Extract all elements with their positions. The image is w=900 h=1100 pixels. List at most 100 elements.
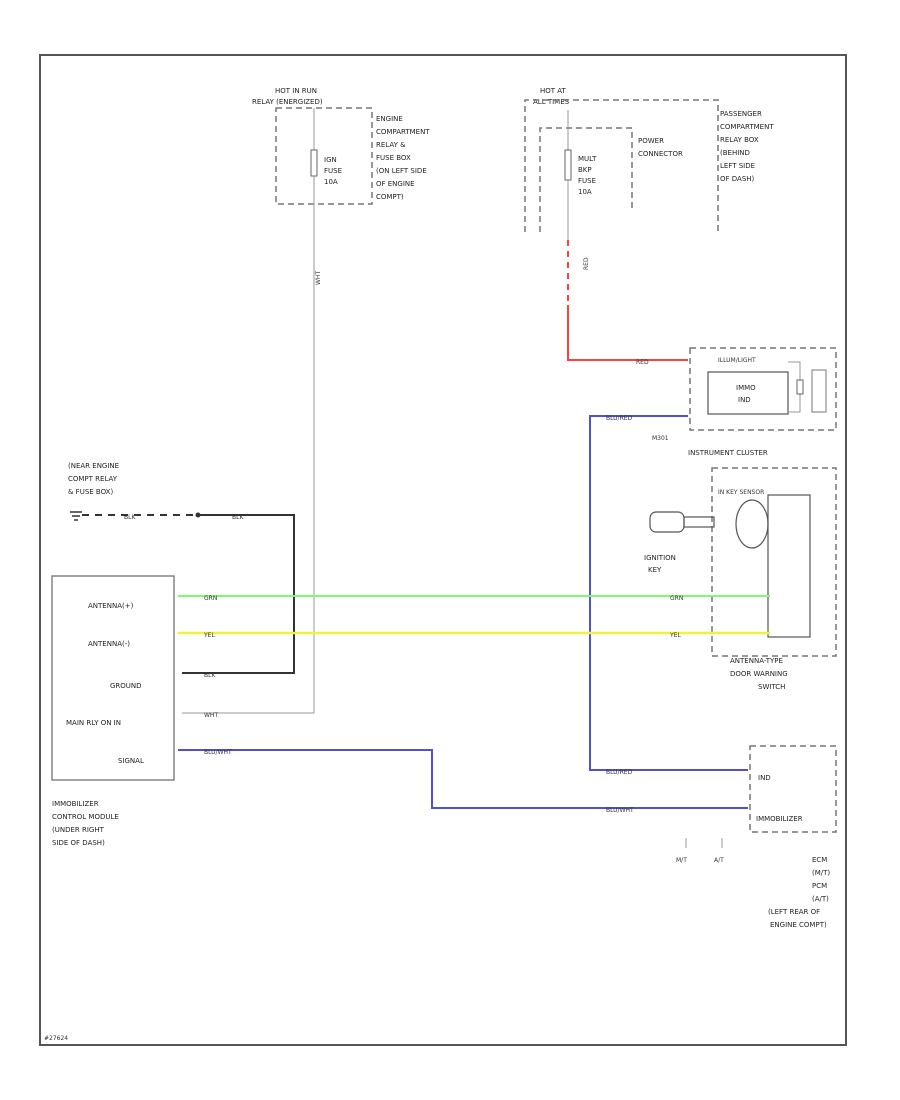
passenger-relay-box — [524, 99, 719, 232]
ign-fuse-icon — [310, 149, 318, 177]
svg-text:(BEHIND: (BEHIND — [720, 149, 750, 157]
blk-label: BLK — [124, 514, 136, 521]
engine-relay-note: (NEAR ENGINE COMPT RELAY & FUSE BOX) — [68, 462, 119, 496]
ignition-key-label: IGNITION KEY — [644, 554, 676, 574]
wht-wire — [182, 176, 315, 714]
footer-code: #27624 — [44, 1035, 68, 1042]
yel-label-2: YEL — [669, 632, 681, 639]
relay-energized-label: RELAY (ENERGIZED) — [252, 98, 323, 106]
svg-text:MULT: MULT — [578, 155, 597, 163]
antenna-door-label: ANTENNA-TYPE DOOR WARNING SWITCH — [730, 657, 788, 691]
grn-label: GRN — [204, 595, 217, 602]
blk-wire — [182, 514, 295, 674]
pin-antenna-minus: ANTENNA(-) — [88, 640, 130, 648]
module-name-label: IMMOBILIZER CONTROL MODULE (UNDER RIGHT … — [52, 800, 119, 847]
svg-text:& FUSE BOX): & FUSE BOX) — [68, 488, 113, 496]
all-times-label: ALL TIMES — [533, 98, 570, 106]
yel-label: YEL — [203, 632, 215, 639]
svg-text:(LEFT REAR OF: (LEFT REAR OF — [768, 908, 820, 916]
blu-wht-label-2: BLU/WHT — [606, 807, 634, 814]
svg-text:CONTROL MODULE: CONTROL MODULE — [52, 813, 119, 821]
blu-red-label-2: BLU/RED — [606, 769, 633, 776]
blk-label-2: BLK — [232, 514, 244, 521]
svg-text:ENGINE COMPT): ENGINE COMPT) — [770, 921, 827, 929]
cluster-top-label: ILLUM/LIGHT — [718, 357, 756, 364]
ecm-pcm-label: ECM (M/T) PCM (A/T) (LEFT REAR OF ENGINE… — [768, 856, 830, 929]
instrument-cluster-label: INSTRUMENT CLUSTER — [688, 449, 768, 457]
power-connector-box — [539, 127, 633, 232]
svg-text:ENGINE: ENGINE — [376, 115, 403, 123]
svg-text:(M/T): (M/T) — [812, 869, 830, 877]
svg-text:FUSE BOX: FUSE BOX — [376, 154, 411, 162]
svg-text:COMPT): COMPT) — [376, 193, 404, 201]
blu-red-wire — [589, 415, 748, 771]
red-wire — [567, 305, 688, 361]
engine-box-label: ENGINE COMPARTMENT RELAY & FUSE BOX (ON … — [376, 115, 430, 201]
power-connector-label: POWER CONNECTOR — [638, 137, 683, 158]
ecm-pcm-box — [749, 745, 837, 833]
red-wire-label-2: RED — [636, 359, 649, 366]
diagram-frame — [39, 54, 847, 1046]
svg-text:COMPARTMENT: COMPARTMENT — [376, 128, 430, 136]
svg-text:ECM: ECM — [812, 856, 827, 864]
svg-text:CONNECTOR: CONNECTOR — [638, 150, 683, 158]
ecm-immo-pin: IMMOBILIZER — [756, 815, 803, 823]
svg-text:OF DASH): OF DASH) — [720, 175, 755, 183]
cluster-resistor — [796, 379, 804, 395]
hot-at-label: HOT AT — [540, 87, 567, 95]
cluster-side-box — [811, 369, 827, 413]
svg-text:(UNDER RIGHT: (UNDER RIGHT — [52, 826, 105, 834]
pin-ground: GROUND — [110, 682, 142, 690]
svg-text:SWITCH: SWITCH — [758, 683, 785, 691]
ground-icon — [70, 511, 82, 521]
blu-red-label: BLU/RED — [606, 415, 633, 422]
mt-label: M/T — [676, 857, 687, 864]
svg-text:IMMOBILIZER: IMMOBILIZER — [52, 800, 99, 808]
svg-text:POWER: POWER — [638, 137, 664, 145]
pin-signal: SIGNAL — [118, 757, 144, 765]
mult-fuse-label: MULT BKP FUSE 10A — [578, 155, 597, 196]
svg-text:LEFT SIDE: LEFT SIDE — [720, 162, 755, 170]
red-wire-label: RED — [583, 257, 590, 270]
at-label: A/T — [714, 857, 724, 864]
svg-text:PCM: PCM — [812, 882, 827, 890]
instrument-cluster-box — [689, 347, 837, 431]
mult-fuse-icon — [564, 149, 572, 181]
svg-text:RELAY BOX: RELAY BOX — [720, 136, 759, 144]
wht-wire-label: WHT — [315, 271, 322, 285]
svg-text:IMMO: IMMO — [736, 384, 756, 392]
svg-text:IND: IND — [738, 396, 751, 404]
svg-text:(NEAR ENGINE: (NEAR ENGINE — [68, 462, 119, 470]
immo-indicator-label: IMMO IND — [736, 384, 756, 404]
svg-text:SIDE OF DASH): SIDE OF DASH) — [52, 839, 105, 847]
ign-fuse-label: IGN FUSE 10A — [324, 156, 342, 186]
immo-indicator — [707, 371, 789, 415]
svg-text:COMPARTMENT: COMPARTMENT — [720, 123, 774, 131]
svg-text:OF ENGINE: OF ENGINE — [376, 180, 415, 188]
m301-label: M301 — [652, 435, 669, 442]
engine-relay-box — [275, 107, 373, 205]
immobilizer-module — [51, 575, 175, 781]
passenger-box-label: PASSENGER COMPARTMENT RELAY BOX (BEHIND … — [720, 110, 774, 183]
svg-text:BKP: BKP — [578, 166, 592, 174]
svg-text:IGNITION: IGNITION — [644, 554, 676, 562]
in-key-sensor — [767, 494, 811, 638]
svg-text:DOOR WARNING: DOOR WARNING — [730, 670, 788, 678]
svg-text:ANTENNA-TYPE: ANTENNA-TYPE — [730, 657, 783, 665]
pin-main-rly: MAIN RLY ON IN — [66, 719, 121, 727]
svg-text:IGN: IGN — [324, 156, 337, 164]
svg-text:10A: 10A — [578, 188, 592, 196]
ignition-key-icon — [649, 499, 769, 549]
svg-text:10A: 10A — [324, 178, 338, 186]
hot-in-run-label: HOT IN RUN — [275, 87, 317, 95]
svg-text:RELAY &: RELAY & — [376, 141, 406, 149]
ecm-pd-pin: IND — [758, 774, 771, 782]
svg-text:PASSENGER: PASSENGER — [720, 110, 762, 118]
blk-wire-label: BLK — [204, 672, 216, 679]
svg-text:COMPT RELAY: COMPT RELAY — [68, 475, 118, 483]
svg-text:(A/T): (A/T) — [812, 895, 829, 903]
pin-antenna-plus: ANTENNA(+) — [88, 602, 134, 610]
svg-text:(ON LEFT SIDE: (ON LEFT SIDE — [376, 167, 427, 175]
blu-wht-label: BLU/WHT — [204, 749, 232, 756]
